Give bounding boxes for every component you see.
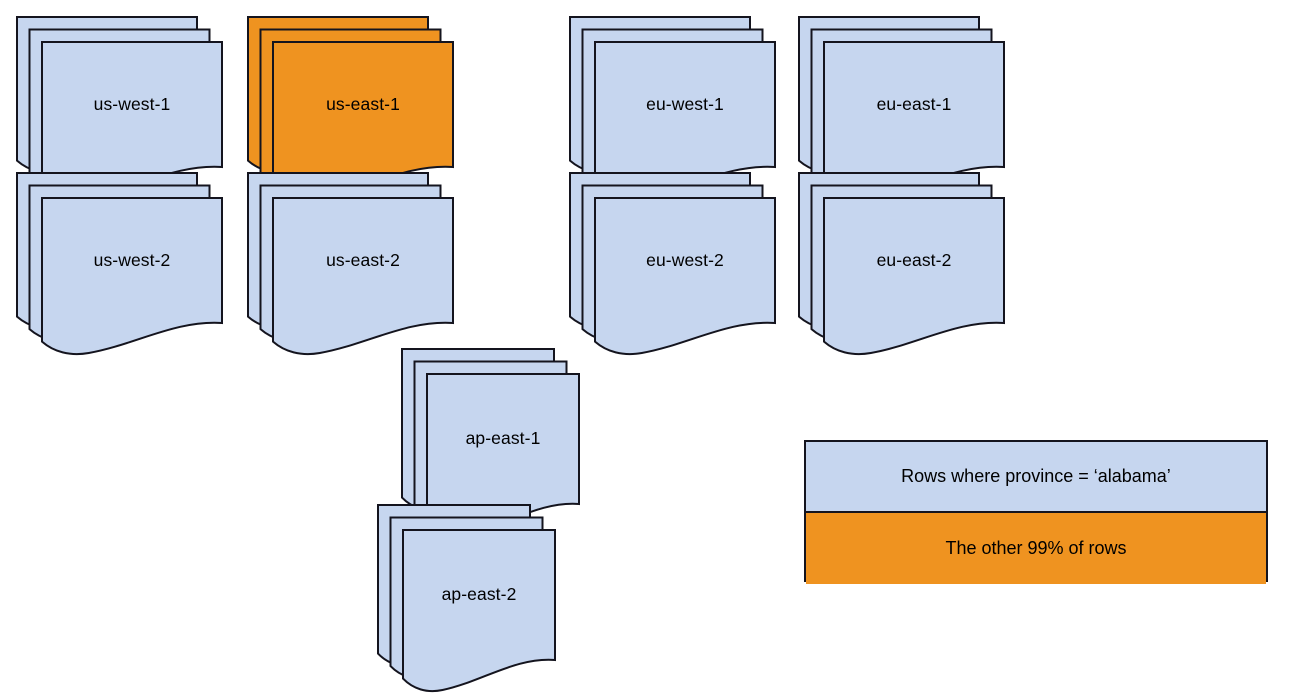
region-stack-shape-eu-west-2 [569, 172, 776, 356]
region-stack-us-east-1[interactable]: us-east-1 [247, 16, 454, 203]
region-stack-us-east-2[interactable]: us-east-2 [247, 172, 454, 359]
region-stack-us-west-2[interactable]: us-west-2 [16, 172, 223, 359]
legend-label-legend-orange: The other 99% of rows [945, 538, 1127, 558]
region-stack-ap-east-2[interactable]: ap-east-2 [377, 504, 556, 696]
region-stack-shape-ap-east-2 [377, 504, 556, 693]
legend-label-legend-blue: Rows where province = ‘alabama’ [901, 466, 1171, 486]
region-stack-shape-us-west-2 [16, 172, 223, 356]
stack-card [272, 197, 454, 356]
region-stack-eu-east-2[interactable]: eu-east-2 [798, 172, 1005, 359]
stack-card [594, 197, 776, 356]
stack-card [823, 197, 1005, 356]
region-stack-shape-us-east-2 [247, 172, 454, 356]
region-stack-shape-eu-east-1 [798, 16, 1005, 200]
legend: Rows where province = ‘alabama’ The other… [804, 440, 1268, 584]
region-stack-shape-us-east-1 [247, 16, 454, 200]
legend-row-legend-orange: The other 99% of rows [806, 513, 1266, 584]
stack-card [402, 529, 556, 693]
stack-card [41, 197, 223, 356]
region-stack-shape-eu-east-2 [798, 172, 1005, 356]
legend-row-legend-blue: Rows where province = ‘alabama’ [806, 442, 1266, 513]
region-stack-eu-west-2[interactable]: eu-west-2 [569, 172, 776, 359]
